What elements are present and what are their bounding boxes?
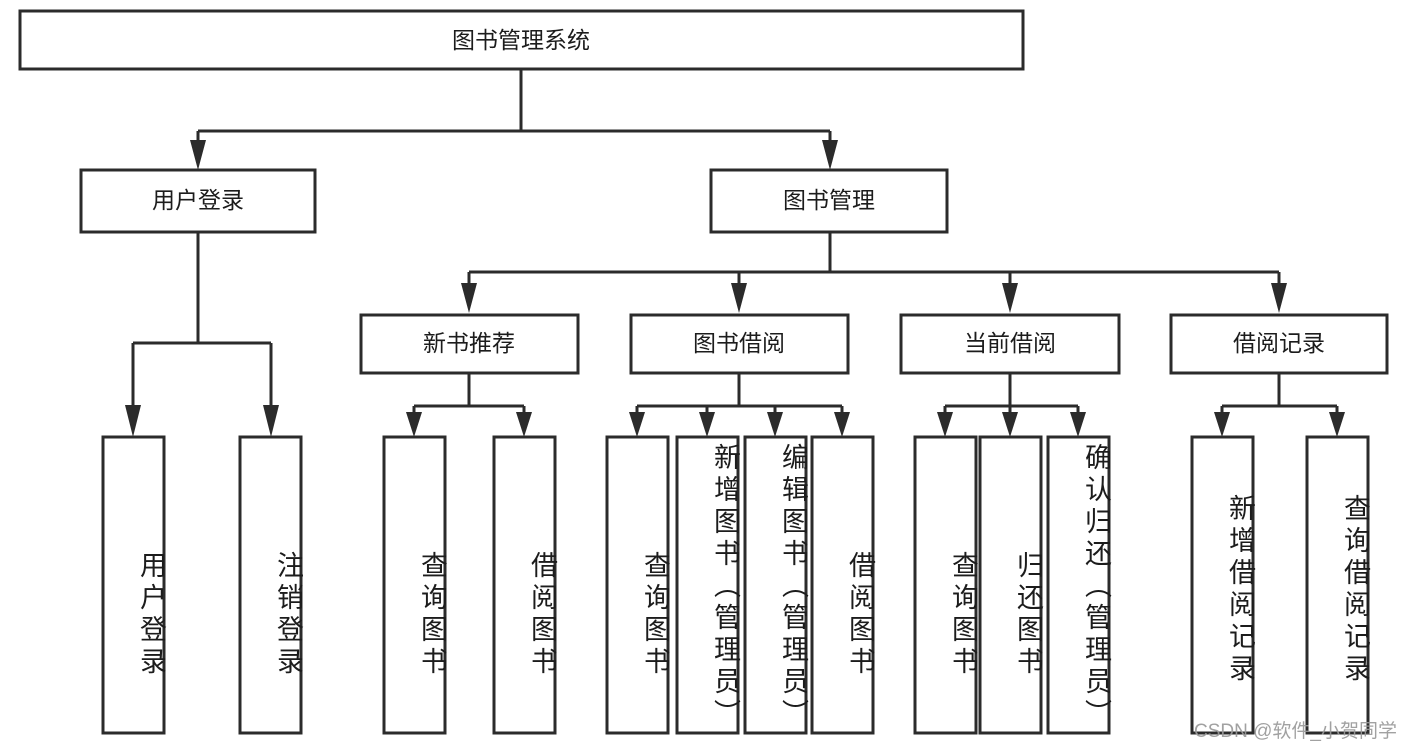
leaf-box-current-borrow-1[interactable]: [913, 435, 978, 735]
leaf-box-current-borrow-3[interactable]: [1046, 435, 1111, 735]
arrow-current-l1: [937, 412, 953, 437]
leaf-box-current-borrow-2[interactable]: [978, 435, 1043, 735]
csdn-watermark: CSDN @软件_小贺同学: [1194, 721, 1397, 742]
connector-group-user-login: [125, 232, 279, 437]
node-box-book-borrow[interactable]: [629, 313, 850, 375]
arrow-record-l2: [1329, 412, 1345, 437]
arrow-user-leaf1: [125, 405, 141, 437]
arrow-record-l1: [1214, 412, 1230, 437]
leaf-box-borrow-record-2[interactable]: [1305, 435, 1370, 735]
node-label-book-borrow: 图书借阅: [693, 330, 785, 356]
arrow-borrow-l2: [699, 412, 715, 437]
node-label-root: 图书管理系统: [452, 27, 590, 53]
connector-group-borrow-record: [1214, 373, 1345, 437]
node-label-borrow-record: 借阅记录: [1233, 330, 1325, 356]
arrow-root-to-user: [190, 140, 206, 170]
leaf-box-new-book-1[interactable]: [382, 435, 447, 735]
node-label-current-borrow: 当前借阅: [964, 330, 1056, 356]
node-label-new-book-recommend: 新书推荐: [423, 330, 515, 356]
arrow-borrow-l3: [767, 412, 783, 437]
connector-group-root: [190, 69, 838, 170]
leaf-box-user-login-2[interactable]: [238, 435, 303, 735]
node-box-current-borrow[interactable]: [899, 313, 1121, 375]
node-box-borrow-record[interactable]: [1169, 313, 1389, 375]
leaf-box-new-book-2[interactable]: [492, 435, 557, 735]
leaf-box-user-login-1[interactable]: [101, 435, 166, 735]
arrow-borrow-l4: [834, 412, 850, 437]
connector-group-current-borrow: [937, 373, 1086, 437]
connector-group-book-manage: [461, 232, 1287, 313]
leaf-box-book-borrow-3[interactable]: [743, 435, 808, 735]
leaf-box-borrow-record-1[interactable]: [1190, 435, 1255, 735]
node-box-user-login[interactable]: [79, 168, 317, 234]
arrow-current-l3: [1070, 412, 1086, 437]
arrow-newbook-l1: [406, 412, 422, 437]
arrow-book-c2: [731, 283, 747, 313]
leaf-box-book-borrow-2[interactable]: [675, 435, 740, 735]
arrow-newbook-l2: [516, 412, 532, 437]
arrow-borrow-l1: [629, 412, 645, 437]
arrow-user-leaf2: [263, 405, 279, 437]
node-box-book-manage[interactable]: [709, 168, 949, 234]
arrow-book-c1: [461, 283, 477, 313]
leaf-box-book-borrow-4[interactable]: [810, 435, 875, 735]
arrow-current-l2: [1002, 412, 1018, 437]
arrow-book-c4: [1271, 283, 1287, 313]
arrow-root-to-book: [822, 140, 838, 170]
node-box-new-book-recommend[interactable]: [359, 313, 580, 375]
connector-group-book-borrow: [629, 373, 850, 437]
node-label-book-manage: 图书管理: [783, 187, 875, 213]
arrow-book-c3: [1002, 283, 1018, 313]
leaf-box-book-borrow-1[interactable]: [605, 435, 670, 735]
node-label-user-login: 用户登录: [152, 187, 244, 213]
connector-group-new-book: [406, 373, 532, 437]
node-box-root[interactable]: [18, 9, 1025, 71]
